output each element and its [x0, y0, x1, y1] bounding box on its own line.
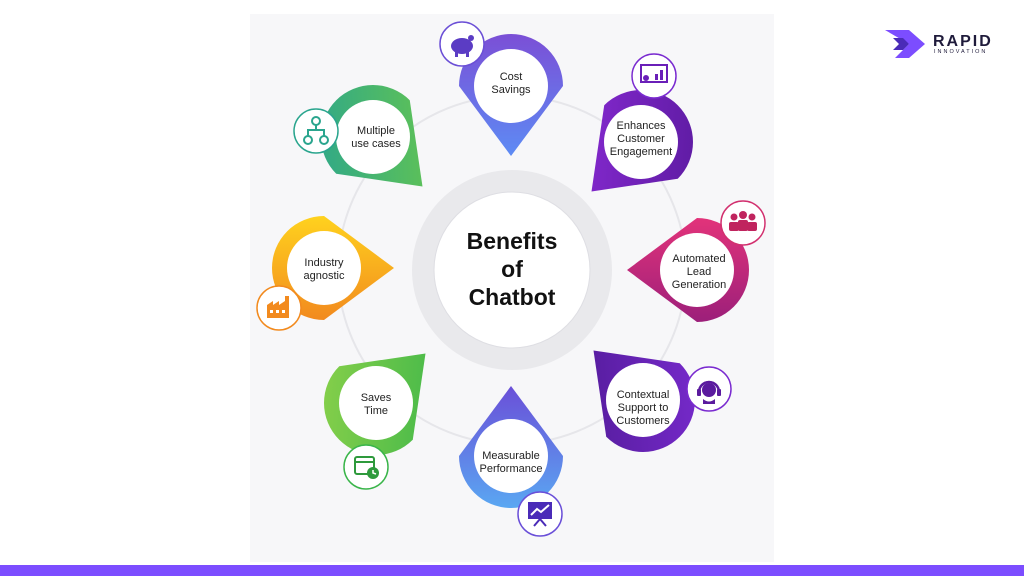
- lead-generation-line-3: Generation: [672, 279, 726, 291]
- brand-logo: RAPID INNOVATION: [885, 28, 1005, 62]
- lead-generation-line-2: Lead: [687, 266, 711, 278]
- contextual-support-line-3: Customers: [616, 415, 670, 427]
- contextual-support-line-2: Support to: [618, 402, 669, 414]
- multiple-use-cases-line-2: use cases: [351, 138, 401, 150]
- brand-tagline: INNOVATION: [934, 49, 988, 55]
- benefit-lead-generation: Automated Lead Generation: [627, 200, 766, 322]
- growth-chart-icon: [517, 491, 563, 537]
- lead-generation-line-1: Automated: [672, 253, 725, 265]
- measurable-performance-line-2: Performance: [480, 463, 543, 475]
- cost-savings-line-1: Cost: [500, 71, 523, 83]
- benefit-measurable-performance: Measurable Performance: [459, 386, 563, 537]
- presentation-icon: [631, 53, 677, 99]
- benefit-multiple-use-cases: Multiple use cases: [293, 85, 423, 187]
- center-title-line-1: Benefits: [467, 228, 558, 254]
- center-title-line-3: Chatbot: [469, 284, 556, 310]
- calendar-clock-icon: [343, 444, 389, 490]
- benefit-industry-agnostic: Industry agnostic: [256, 216, 394, 331]
- brand-name: RAPID: [933, 33, 993, 50]
- team-icon: [720, 200, 766, 246]
- cost-savings-line-2: Savings: [491, 84, 531, 96]
- center-title-line-2: of: [501, 256, 523, 282]
- benefit-cost-savings: Cost Savings: [439, 21, 563, 156]
- rapid-logo-mark-icon: [885, 30, 925, 58]
- measurable-performance-line-1: Measurable: [482, 450, 539, 462]
- accent-footer-bar: [0, 565, 1024, 576]
- customer-engagement-line-3: Engagement: [610, 146, 672, 158]
- headset-icon: [686, 366, 732, 412]
- industry-agnostic-line-2: agnostic: [304, 270, 345, 282]
- hierarchy-icon: [293, 108, 339, 154]
- customer-engagement-line-2: Customer: [617, 133, 665, 145]
- saves-time-line-2: Time: [364, 405, 388, 417]
- industry-agnostic-line-1: Industry: [304, 257, 344, 269]
- center-hub: Benefits of Chatbot: [412, 170, 612, 370]
- factory-icon: [256, 285, 302, 331]
- benefit-contextual-support: Contextual Support to Customers: [593, 350, 732, 452]
- benefit-customer-engagement: Enhances Customer Engagement: [591, 53, 693, 192]
- multiple-use-cases-line-1: Multiple: [357, 125, 395, 137]
- piggy-bank-icon: [439, 21, 485, 67]
- customer-engagement-line-1: Enhances: [617, 120, 666, 132]
- benefit-saves-time: Saves Time: [324, 353, 426, 490]
- saves-time-line-1: Saves: [361, 392, 392, 404]
- contextual-support-line-1: Contextual: [617, 389, 670, 401]
